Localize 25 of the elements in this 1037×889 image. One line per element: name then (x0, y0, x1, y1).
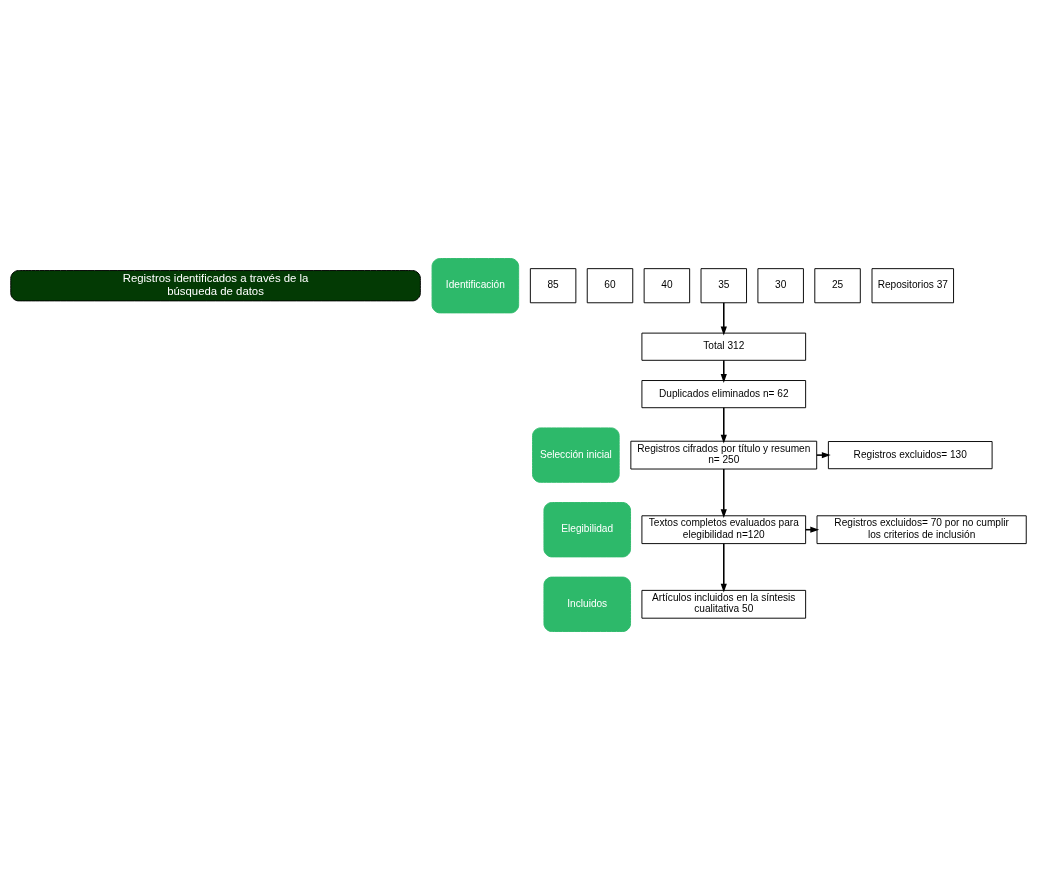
node-box: Registros cifrados por título y resumen n= 250 (630, 440, 818, 469)
node-box: Repositorios 37 (871, 267, 955, 303)
node-box: 25 (814, 267, 861, 303)
arrow (816, 451, 831, 458)
node-box: Identificación (431, 257, 520, 313)
arrow (720, 359, 727, 383)
arrow (720, 542, 727, 593)
node-box: 85 (529, 267, 577, 303)
arrow (720, 406, 727, 444)
node-box: 60 (586, 267, 634, 303)
node-box: 30 (757, 267, 804, 303)
arrow (720, 301, 727, 335)
node-box: Registros excluidos= 70 por no cumplir los criterios de inclusión (816, 514, 1027, 544)
node-box: 40 (643, 267, 691, 303)
node-box: Selección inicial (532, 426, 620, 483)
node-box: 35 (700, 267, 747, 303)
node-box: Total 312 (641, 332, 807, 361)
node-box: Artículos incluidos en la síntesis cualitativa 50 (641, 589, 807, 619)
node-box: Textos completos evaluados para elegibilidad n=120 (641, 514, 807, 544)
node-box: Registros excluidos= 130 (827, 440, 993, 469)
node-box: Elegibilidad (543, 501, 631, 557)
node-box: Duplicados eliminados n= 62 (641, 379, 807, 408)
arrow (720, 467, 727, 518)
node-box: Registros identificados a través de la búsqueda de datos (10, 269, 421, 301)
node-box: Incluidos (543, 576, 631, 632)
